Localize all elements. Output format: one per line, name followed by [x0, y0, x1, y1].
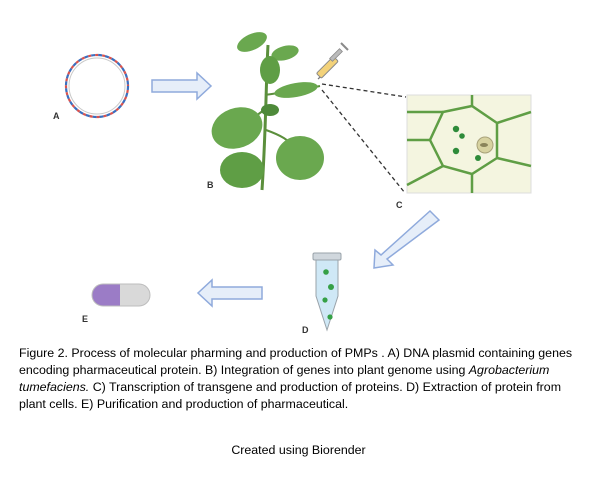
credit-line: Created using Biorender	[231, 443, 366, 457]
plant-icon	[211, 32, 324, 191]
label-c: C	[396, 200, 403, 210]
zoom-line-top	[321, 83, 407, 98]
tube-icon	[312, 252, 342, 332]
label-b: B	[207, 180, 214, 190]
arrow-a-to-b	[151, 71, 213, 101]
process-diagram: A B C	[53, 32, 532, 335]
plant-cell-icon	[406, 94, 532, 194]
capsule-icon	[91, 283, 151, 307]
label-d: D	[302, 325, 309, 335]
label-e: E	[82, 314, 88, 324]
arrow-d-to-e	[196, 278, 263, 308]
label-a: A	[53, 111, 60, 121]
plasmid-icon	[64, 53, 130, 119]
caption-text-part2: C) Transcription of transgene and produc…	[19, 380, 562, 411]
caption-species: Agrobacterium tumefaciens.	[19, 363, 550, 394]
zoom-line-bottom	[321, 89, 406, 194]
caption-text-part1: Figure 2. Process of molecular pharming …	[19, 346, 573, 377]
syringe-icon	[316, 42, 349, 80]
arrow-c-to-d	[373, 209, 441, 269]
figure-caption: Figure 2. Process of molecular pharming …	[19, 345, 591, 413]
